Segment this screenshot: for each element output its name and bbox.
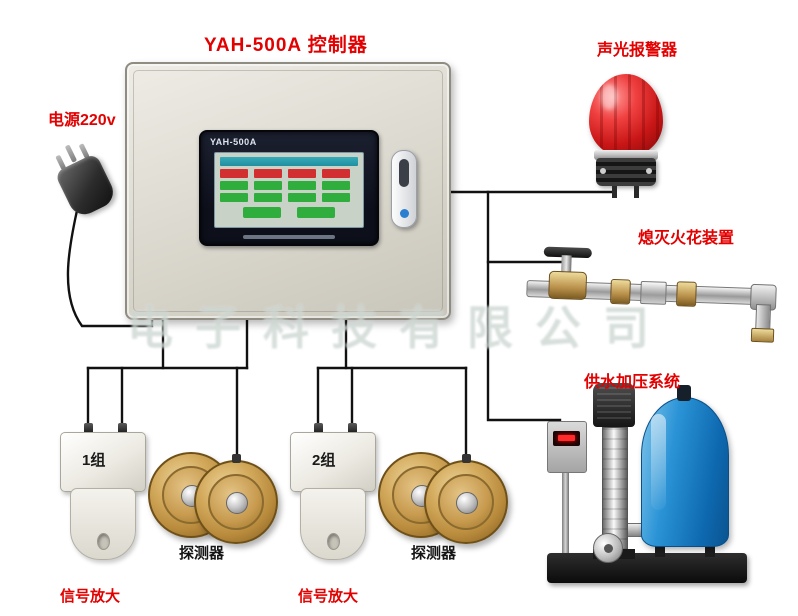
- tank-leg: [655, 541, 665, 557]
- wire-terminal: [314, 423, 323, 434]
- amplifier-label-2: 信号放大: [298, 588, 359, 605]
- group-label: 2组: [312, 452, 336, 469]
- screen-cell: [220, 169, 248, 178]
- detector-terminal: [462, 454, 471, 463]
- screen-cell: [297, 207, 335, 218]
- amplifier-label-1: 信号放大: [60, 588, 121, 605]
- power-plug: [50, 138, 120, 220]
- page-title: YAH-500A 控制器: [204, 35, 368, 56]
- screen-cell: [322, 169, 350, 178]
- hmi-screen: YAH-500A: [199, 130, 379, 246]
- base-platform: [547, 553, 747, 583]
- spark-extinguish-device: [525, 246, 780, 347]
- power-label: 电源220v: [48, 112, 116, 129]
- valve-body: [548, 270, 588, 301]
- pump-motor: [593, 383, 635, 427]
- pipe-coupling: [640, 280, 667, 305]
- alarm-label: 声光报警器: [597, 42, 678, 59]
- screen-cell: [288, 181, 316, 190]
- power-cord: [66, 204, 154, 328]
- detector-disc: [424, 460, 508, 544]
- screen-cell: [322, 193, 350, 202]
- brass-union: [610, 278, 631, 305]
- tank-leg: [705, 541, 715, 557]
- controller-cabinet: YAH-500A: [125, 62, 451, 320]
- pump-wire: [486, 190, 562, 422]
- screen-button-row: [215, 190, 363, 202]
- amplifier-plate: [300, 488, 366, 560]
- beacon-dome: [589, 74, 663, 156]
- detector-label-1: 探测器: [179, 545, 225, 562]
- mounting-hole: [327, 533, 340, 550]
- screen-cell: [288, 193, 316, 202]
- water-pressure-system: [545, 383, 751, 591]
- bezel-caption: [243, 235, 335, 239]
- beacon-band: [594, 150, 658, 160]
- mounting-hole: [97, 533, 110, 550]
- screen-cell: [220, 193, 248, 202]
- screen-cell: [322, 181, 350, 190]
- brass-union: [675, 281, 697, 307]
- beacon-terminal: [634, 186, 639, 198]
- door-handle: [391, 150, 417, 228]
- screen-action-row: [215, 202, 363, 218]
- brass-fitting: [750, 327, 775, 343]
- plug-prong: [64, 144, 78, 163]
- led-display: [553, 431, 580, 446]
- beacon-terminal: [612, 186, 617, 198]
- amplifier-box: [290, 432, 376, 492]
- screen-cell: [254, 181, 282, 190]
- screen-display: [214, 152, 364, 228]
- water-system-label: 供水加压系统: [584, 374, 681, 391]
- screen-button-row: [215, 178, 363, 190]
- alarm-beacon: [586, 68, 666, 200]
- wire-terminal: [84, 423, 93, 434]
- plug-assembly: [47, 137, 123, 222]
- screen-cell: [220, 181, 248, 190]
- tank-valve: [677, 385, 691, 401]
- screen-cell: [288, 169, 316, 178]
- detector-disc: [194, 460, 278, 544]
- detector-terminal: [232, 454, 241, 463]
- pressure-tank: [641, 397, 729, 547]
- screen-cell: [254, 193, 282, 202]
- pipe-flange: [593, 533, 623, 563]
- beacon-base: [596, 158, 656, 186]
- pump-body: [602, 427, 628, 553]
- screen-cell: [243, 207, 281, 218]
- pump-controller: [547, 421, 587, 473]
- spark-device-label: 熄灭火花装置: [638, 230, 735, 247]
- screen-cell: [254, 169, 282, 178]
- wire-terminal: [118, 423, 127, 434]
- screen-title-bar: [220, 157, 358, 166]
- signal-amplifier-2: 2组: [286, 423, 378, 563]
- controller-pole: [562, 471, 569, 557]
- signal-amplifier-1: 1组: [56, 423, 148, 563]
- detector-label-2: 探测器: [411, 545, 457, 562]
- screen-model-label: YAH-500A: [210, 137, 257, 147]
- wire-terminal: [348, 423, 357, 434]
- screen-indicator-row: [215, 166, 363, 178]
- group-label: 1组: [82, 452, 106, 469]
